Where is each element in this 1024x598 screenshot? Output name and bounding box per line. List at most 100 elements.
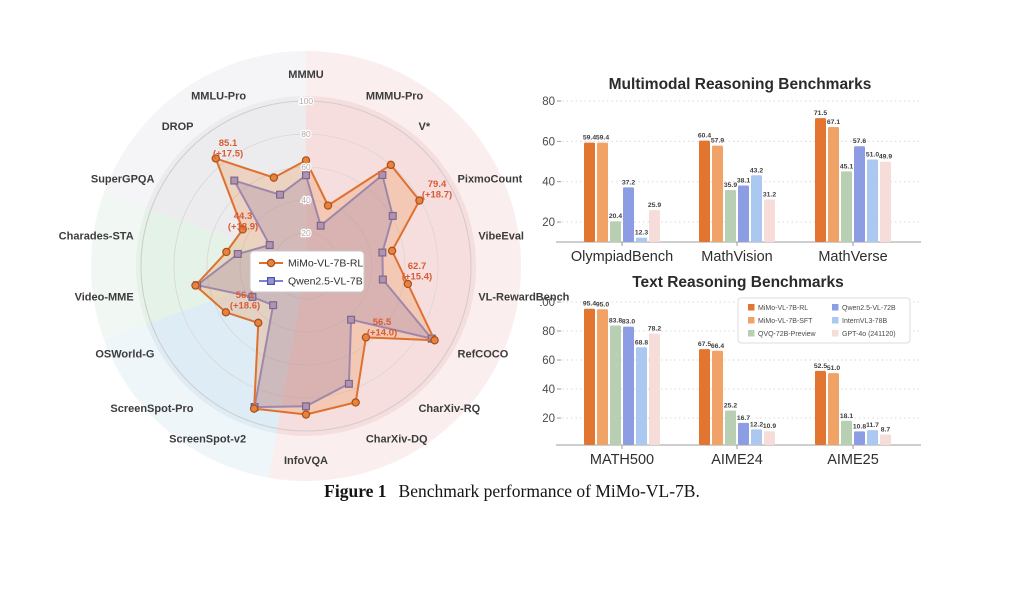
radar-axis-label: ScreenSpot-Pro	[110, 403, 193, 415]
bar	[738, 185, 749, 242]
radial-tick-label: 100	[299, 96, 313, 106]
legend-swatch	[832, 330, 839, 337]
y-tick-label: 100	[540, 297, 555, 309]
radar-marker-circle	[269, 173, 279, 182]
bar	[854, 431, 865, 445]
bar	[610, 221, 621, 242]
multimodal-benchmarks-chart: Multimodal Reasoning Benchmarks 20406080…	[542, 76, 921, 265]
radar-marker-square	[378, 275, 387, 284]
bar	[597, 309, 608, 445]
x-category-label: MathVerse	[818, 249, 887, 265]
radar-marker-circle	[222, 247, 231, 257]
radar-annotations: 85.1(+17.5)44.3(+18.9)56.1(+18.6)56.5(+1…	[213, 138, 452, 339]
radar-marker-circle	[238, 225, 247, 234]
bar	[867, 430, 878, 445]
radar-marker-square	[302, 402, 311, 411]
radar-annotation-value: 79.4	[428, 179, 447, 190]
bar-value-label: 16.7	[737, 415, 750, 422]
radar-marker-square	[347, 315, 356, 324]
radial-tick-label: 60	[301, 162, 311, 172]
radar-axis-label: MMMU	[288, 69, 323, 81]
bar-value-label: 95.4	[583, 301, 596, 308]
legend-swatch	[748, 304, 755, 311]
legend-label: Qwen2.5-VL-72B	[842, 305, 896, 312]
bar	[584, 142, 595, 242]
legend-swatch	[832, 317, 839, 324]
text-benchmarks-chart: Text Reasoning Benchmarks 2040608010095.…	[540, 274, 921, 468]
legend-swatch	[748, 317, 755, 324]
radar-marker-square	[344, 379, 353, 388]
bar-value-label: 59.4	[596, 135, 609, 142]
radar-marker-square	[378, 248, 387, 257]
bar	[712, 350, 723, 445]
radar-marker-circle	[361, 333, 371, 342]
radar-marker-square	[302, 171, 311, 180]
bar	[636, 237, 647, 242]
y-tick-label: 80	[542, 326, 555, 338]
radar-sector	[276, 96, 476, 436]
bar-value-label: 51.0	[866, 152, 879, 159]
x-category-label: AIME24	[711, 452, 763, 468]
radar-marker-square	[269, 301, 278, 310]
legend-label: QVQ-72B-Preview	[758, 331, 817, 338]
radar-axis-label: RefCOCO	[458, 349, 509, 361]
grid-ring	[140, 100, 472, 432]
bar-value-label: 78.2	[648, 326, 661, 333]
radar-axis-label: SuperGPQA	[91, 174, 155, 186]
radar-axis-label: Charades-STA	[59, 231, 134, 243]
grid-ring	[239, 199, 373, 333]
radar-marker-circle	[351, 398, 360, 407]
bar-value-label: 57.9	[711, 138, 724, 145]
radar-marker-square	[378, 170, 387, 179]
radar-axis-label: Video-MME	[75, 291, 134, 303]
legend-label: InternVL3-78B	[842, 318, 887, 325]
figure-caption: Figure 1 Benchmark performance of MiMo-VL…	[0, 481, 1024, 502]
bar-value-label: 51.0	[827, 365, 840, 372]
y-tick-label: 80	[542, 96, 555, 108]
bar-value-label: 25.2	[724, 402, 737, 409]
x-category-label: MathVision	[701, 249, 772, 265]
radar-marker-circle	[249, 404, 259, 413]
radar-marker-circle	[254, 318, 263, 328]
bar-value-label: 35.9	[724, 182, 737, 189]
bar-value-label: 66.4	[711, 343, 724, 350]
radar-grid-rings	[140, 100, 472, 432]
radial-tick-label: 80	[301, 129, 311, 139]
bar	[751, 429, 762, 445]
bar	[828, 373, 839, 445]
bar-legend-box	[737, 297, 911, 344]
radar-marker-circle	[387, 246, 397, 256]
radar-axis-label: OSWorld-G	[95, 349, 154, 361]
bar-value-label: 83.0	[622, 319, 635, 326]
bar	[597, 142, 608, 242]
bar-value-label: 71.5	[814, 110, 827, 117]
y-tick-label: 20	[542, 413, 555, 425]
bar	[738, 422, 749, 445]
bar	[623, 187, 634, 242]
bar-value-label: 83.8	[609, 318, 622, 325]
radar-marker-circle	[301, 410, 311, 419]
bar-value-label: 67.1	[827, 119, 840, 126]
radar-annotation-delta: (+18.9)	[228, 222, 258, 233]
radar-annotation-value: 62.7	[408, 261, 427, 272]
bar	[764, 431, 775, 445]
bar	[880, 161, 891, 242]
bar	[841, 171, 852, 242]
x-category-label: AIME25	[827, 452, 879, 468]
x-category-label: MATH500	[590, 452, 654, 468]
bar-value-label: 67.5	[698, 341, 711, 348]
radar-sector	[146, 96, 306, 266]
bar-value-label: 49.9	[879, 154, 892, 161]
bar-value-label: 10.8	[853, 423, 866, 430]
bar-value-label: 95.0	[596, 301, 609, 308]
y-tick-label: 60	[542, 136, 555, 148]
bar-value-label: 25.9	[648, 202, 661, 209]
figure-caption-label: Figure 1	[324, 481, 387, 501]
bar	[699, 140, 710, 242]
y-tick-label: 40	[542, 177, 555, 189]
figure-caption-text: Benchmark performance of MiMo-VL-7B.	[398, 481, 700, 501]
